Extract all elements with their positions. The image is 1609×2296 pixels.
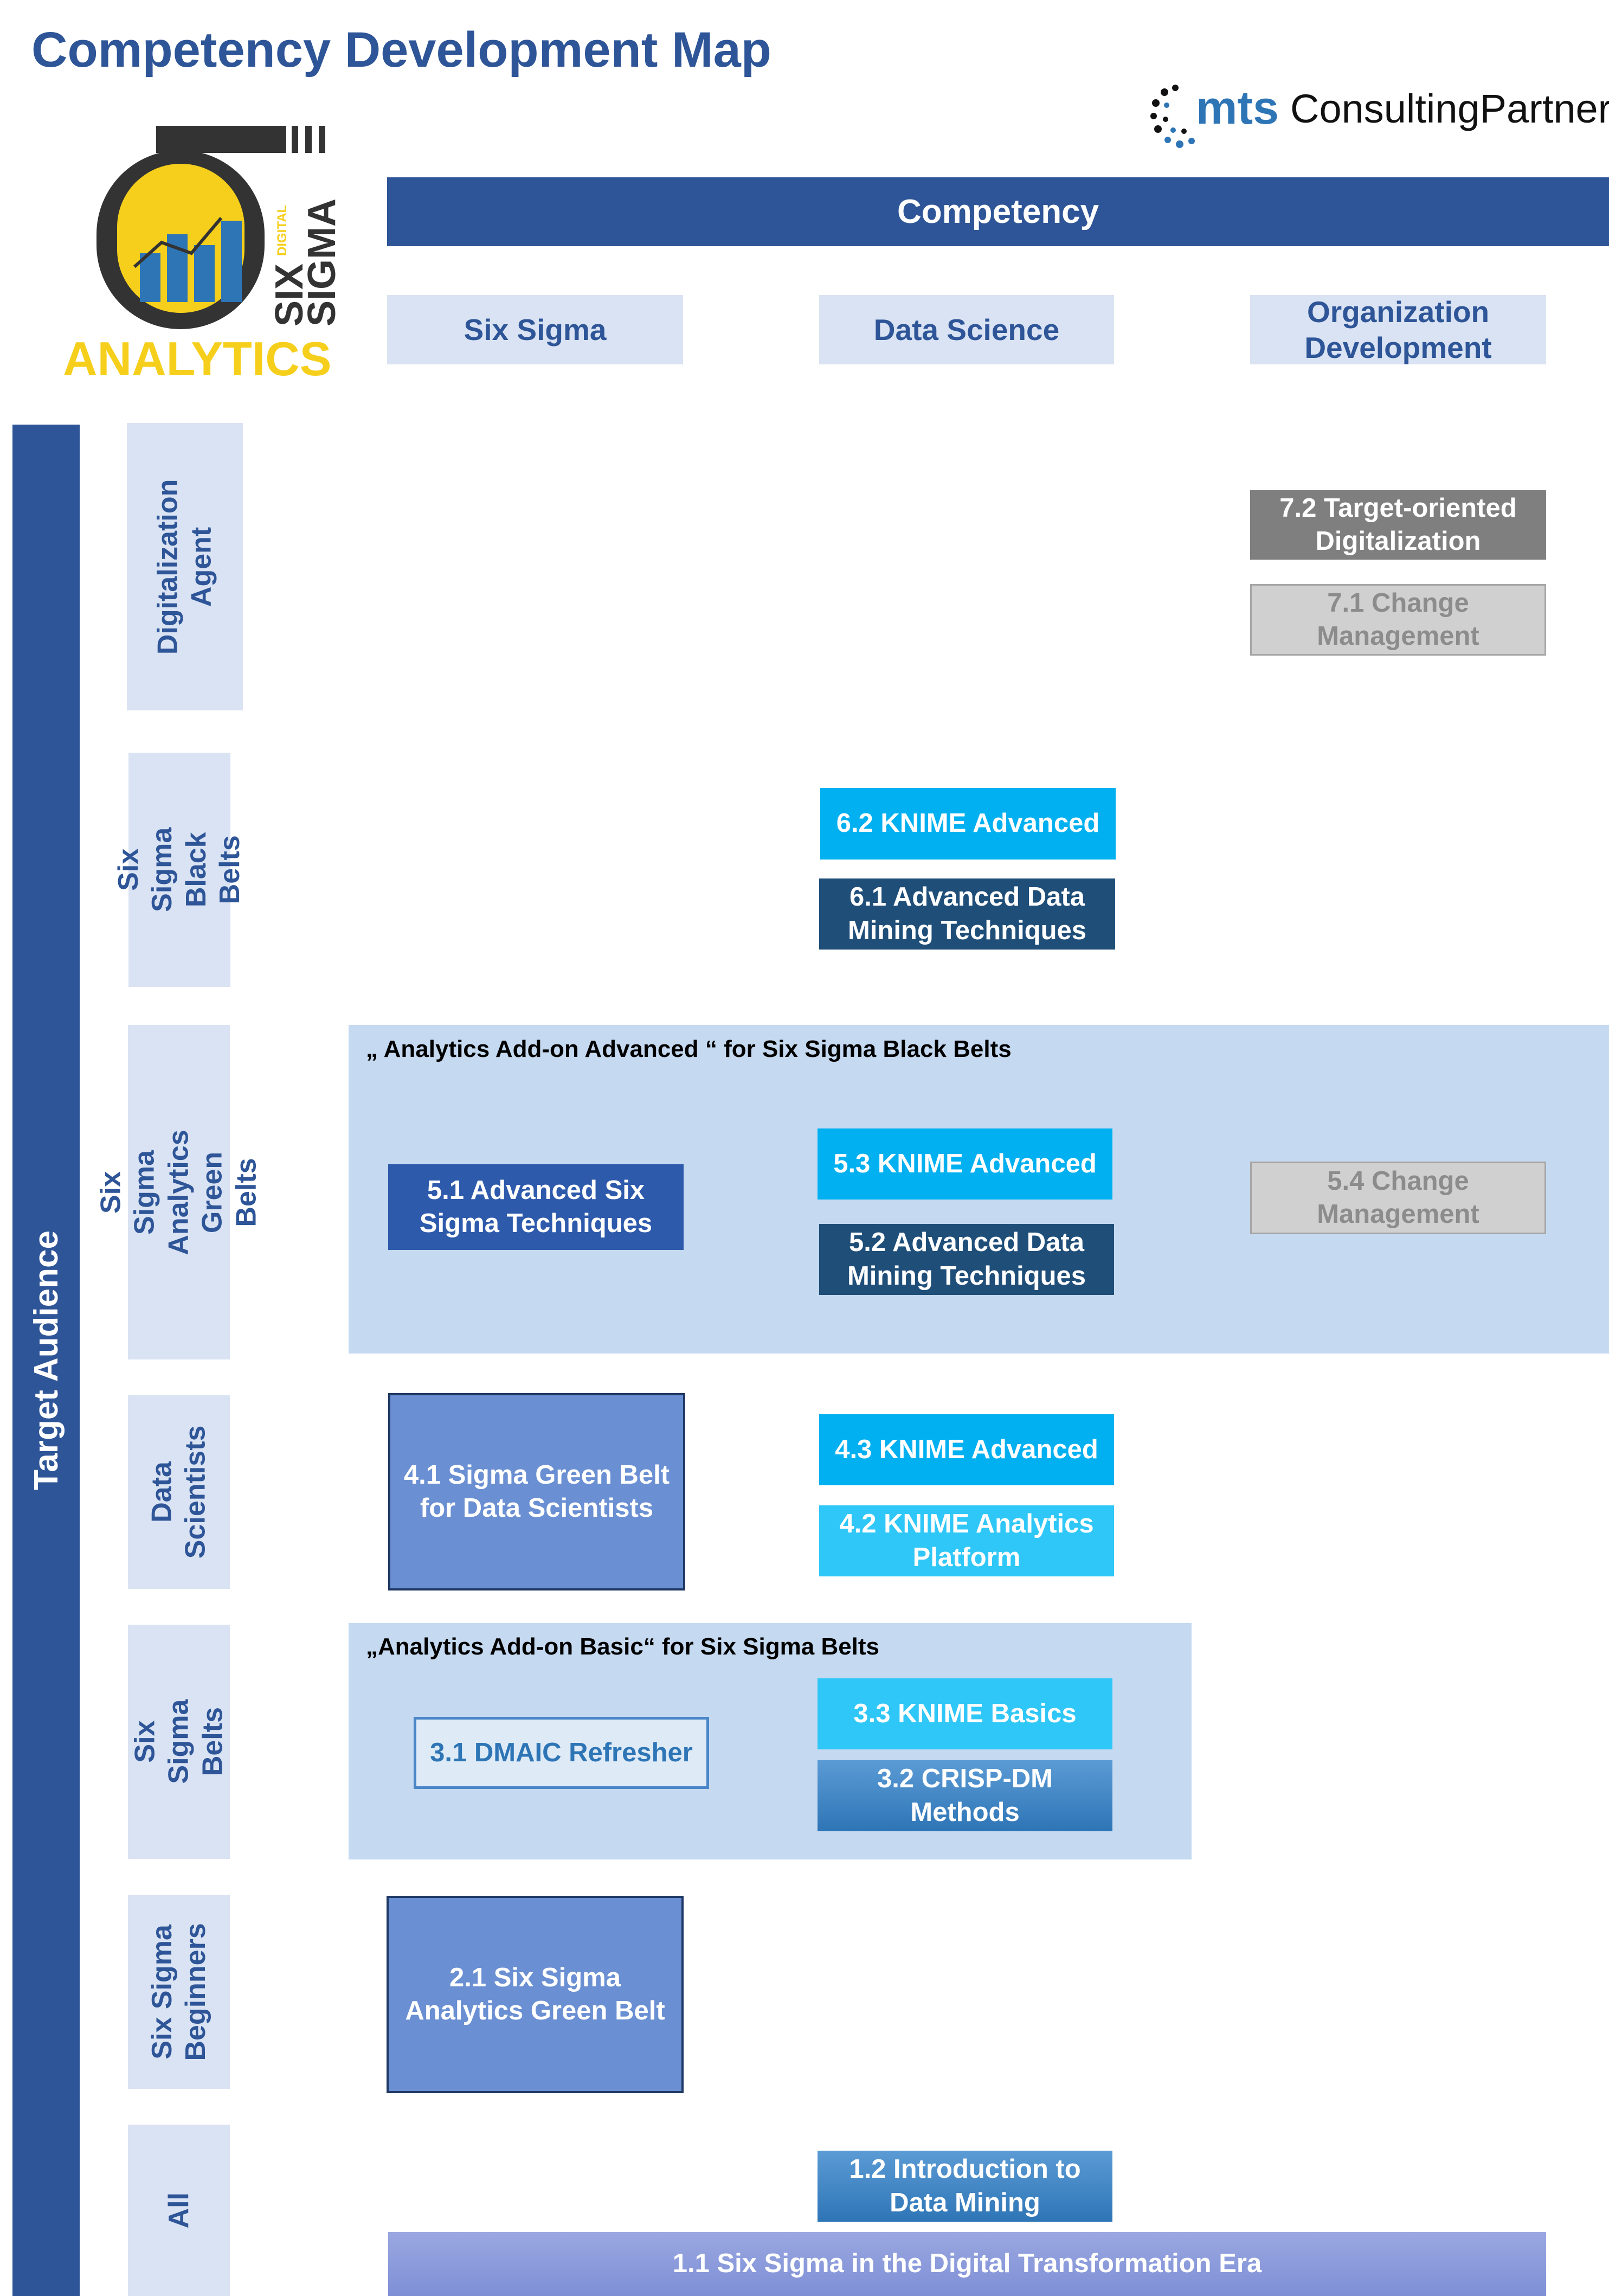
group-advanced-label: „ Analytics Add-on Advanced “ for Six Si…	[366, 1036, 1012, 1062]
group-basic-label: „Analytics Add-on Basic“ for Six Sigma B…	[366, 1633, 880, 1660]
target-audience-bar: Target Audience	[12, 425, 80, 2296]
row-all: All	[128, 2125, 230, 2296]
module-6-1[interactable]: 6.1 Advanced Data Mining Techniques	[819, 878, 1115, 950]
svg-text:SIGMA: SIGMA	[300, 198, 340, 326]
target-audience-label: Target Audience	[27, 1230, 65, 1490]
row-six-sigma-beginners: Six Sigma Beginners	[128, 1895, 230, 2089]
module-7-1[interactable]: 7.1 Change Management	[1250, 584, 1546, 656]
svg-text:ANALYTICS: ANALYTICS	[63, 332, 331, 386]
module-5-1[interactable]: 5.1 Advanced Six Sigma Techniques	[388, 1164, 684, 1250]
competency-header: Competency	[387, 177, 1609, 246]
module-1-1[interactable]: 1.1 Six Sigma in the Digital Transformat…	[388, 2232, 1546, 2296]
row-six-sigma-analytics-green-belts: Six Sigma Analytics Green Belts	[95, 1025, 262, 1359]
module-5-4[interactable]: 5.4 Change Management	[1250, 1162, 1546, 1234]
column-organization-development: Organization Development	[1250, 295, 1546, 364]
svg-text:SIX: SIX	[268, 264, 311, 326]
column-six-sigma: Six Sigma	[387, 295, 683, 364]
module-7-2[interactable]: 7.2 Target-oriented Digitalization	[1250, 490, 1546, 560]
module-6-2[interactable]: 6.2 KNIME Advanced	[820, 788, 1116, 860]
row-six-sigma-belts: Six Sigma Belts	[128, 1625, 230, 1859]
module-1-2[interactable]: 1.2 Introduction to Data Mining	[818, 2151, 1112, 2222]
mts-dots-icon	[1150, 85, 1195, 148]
six-sigma-analytics-logo: SIX SIGMA DIGITAL ANALYTICS	[59, 120, 344, 386]
mts-wordmark: mts	[1196, 82, 1279, 134]
module-5-2[interactable]: 5.2 Advanced Data Mining Techniques	[819, 1224, 1114, 1295]
module-5-3[interactable]: 5.3 KNIME Advanced	[818, 1128, 1112, 1200]
module-4-1[interactable]: 4.1 Sigma Green Belt for Data Scientists	[388, 1393, 685, 1590]
row-data-scientists: Data Scientists	[128, 1395, 230, 1589]
consulting-partner-wordmark: ConsultingPartner	[1290, 86, 1609, 131]
mts-consulting-logo: mts ConsultingPartner	[1148, 81, 1609, 157]
module-4-3[interactable]: 4.3 KNIME Advanced	[819, 1414, 1114, 1485]
row-six-sigma-black-belts: Six Sigma Black Belts	[113, 753, 246, 987]
module-2-1[interactable]: 2.1 Six Sigma Analytics Green Belt	[387, 1896, 684, 2093]
module-3-3[interactable]: 3.3 KNIME Basics	[818, 1678, 1112, 1749]
row-digitalization-agent: Digitalization Agent	[127, 423, 243, 710]
page-title: Competency Development Map	[31, 22, 771, 78]
module-3-1[interactable]: 3.1 DMAIC Refresher	[414, 1717, 709, 1789]
svg-text:DIGITAL: DIGITAL	[275, 205, 289, 256]
column-data-science: Data Science	[819, 295, 1114, 364]
module-4-2[interactable]: 4.2 KNIME Analytics Platform	[819, 1505, 1114, 1576]
module-3-2[interactable]: 3.2 CRISP-DM Methods	[818, 1760, 1112, 1831]
